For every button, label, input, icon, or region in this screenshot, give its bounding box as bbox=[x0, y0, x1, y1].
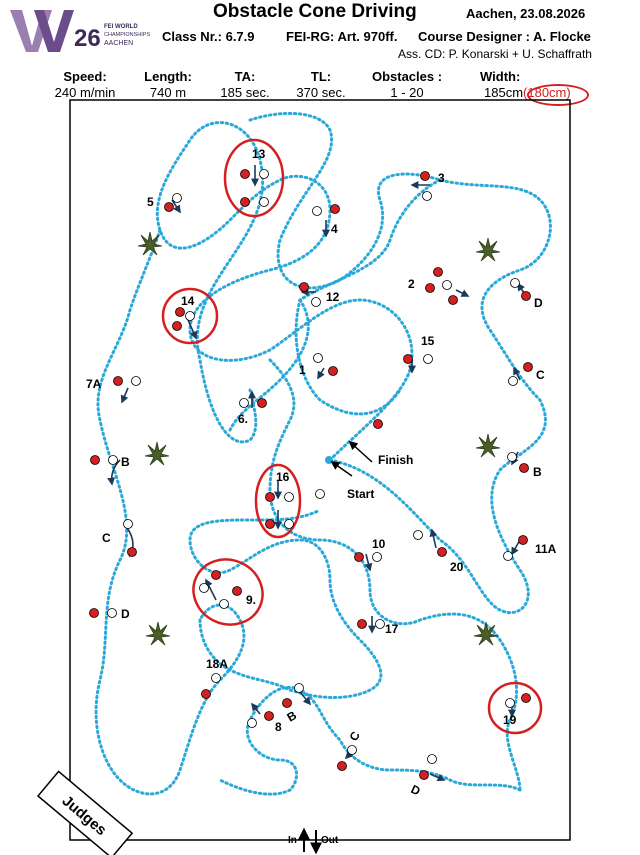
obstacle-label-7d: D bbox=[121, 607, 130, 621]
obstacle-label-6: 6. bbox=[238, 412, 248, 426]
obstacles-value: 1 - 20 bbox=[390, 85, 424, 100]
logo-text-1: FEI WORLD bbox=[104, 24, 138, 30]
obstacle-label-19: 19 bbox=[503, 713, 517, 727]
course-info-row: Speed:240 m/min Length:740 m TA:185 sec.… bbox=[0, 69, 640, 105]
tl-value: 370 sec. bbox=[296, 85, 346, 100]
obstacles-label: Obstacles : bbox=[371, 69, 443, 84]
arena-border bbox=[69, 99, 571, 841]
ta-value: 185 sec. bbox=[220, 85, 270, 100]
finish-label: Finish bbox=[378, 453, 413, 467]
plant-decoration bbox=[145, 621, 171, 646]
place-date: Aachen, 23.08.2026 bbox=[466, 6, 586, 21]
obstacle-label-13: 13 bbox=[252, 147, 266, 161]
logo-number: 26 bbox=[74, 25, 101, 52]
plant-decoration bbox=[475, 433, 501, 458]
obstacle-label-1: 1 bbox=[299, 363, 306, 377]
obstacle-label-11d-text: D bbox=[534, 296, 543, 310]
start-label: Start bbox=[347, 487, 374, 501]
obstacle-label-14: 14 bbox=[181, 294, 195, 308]
info-obstacles: Obstacles :1 - 20 bbox=[352, 69, 462, 101]
obstacle-label-10: 10 bbox=[372, 537, 386, 551]
fei-rg: FEI-RG: Art. 970ff. bbox=[286, 29, 398, 44]
speed-label: Speed: bbox=[63, 69, 107, 84]
obstacle-label-7c: C bbox=[102, 531, 111, 545]
obstacle-label-11a: 11A bbox=[535, 542, 557, 556]
ta-label: TA: bbox=[234, 69, 256, 84]
width-label: Width: bbox=[480, 69, 521, 84]
course-designer: Course Designer : A. Flocke bbox=[418, 29, 591, 44]
obstacle-label-7a: 7A bbox=[86, 377, 102, 391]
logo-text-2: CHAMPIONSHIPS bbox=[104, 32, 150, 38]
obstacle-label-8d: D bbox=[409, 782, 423, 798]
width-value: 185cm bbox=[484, 85, 524, 100]
obstacle-label-3: 3 bbox=[438, 171, 445, 185]
in-label: In bbox=[288, 835, 297, 846]
obstacle-label-18a: 18A bbox=[206, 657, 228, 671]
plant-decoration bbox=[137, 231, 163, 256]
obstacle-label-20: 20 bbox=[450, 560, 464, 574]
tl-label: TL: bbox=[310, 69, 332, 84]
length-value: 740 m bbox=[149, 85, 187, 100]
obstacle-label-8c: C bbox=[346, 729, 363, 744]
logo-text-3: AACHEN bbox=[104, 40, 133, 47]
plant-decoration bbox=[475, 237, 501, 262]
length-label: Length: bbox=[144, 69, 192, 84]
obstacle-label-11c: C bbox=[536, 368, 545, 382]
driving-route bbox=[94, 111, 552, 796]
obstacle-label-4: 4 bbox=[331, 222, 338, 236]
width-alt-highlight bbox=[527, 84, 589, 106]
start-finish-point bbox=[325, 456, 333, 464]
wm-aachen-logo: 26 FEI WORLD CHAMPIONSHIPS AACHEN bbox=[10, 10, 150, 52]
page-title: Obstacle Cone Driving bbox=[213, 1, 417, 22]
obstacle-label-5: 5 bbox=[147, 195, 154, 209]
highlight-ovals bbox=[161, 138, 543, 735]
obstacle-label-7b: B bbox=[121, 455, 130, 469]
speed-value: 240 m/min bbox=[54, 85, 116, 100]
obstacle-label-16: 16 bbox=[276, 470, 290, 484]
info-speed: Speed:240 m/min bbox=[30, 69, 140, 101]
judges-box: Judges bbox=[36, 770, 134, 855]
out-label: Out bbox=[321, 835, 339, 846]
info-length: Length:740 m bbox=[113, 69, 223, 101]
plant-decoration bbox=[144, 441, 170, 466]
obstacle-label-2: 2 bbox=[408, 277, 415, 291]
info-ta: TA:185 sec. bbox=[190, 69, 300, 101]
obstacle-label-12: 12 bbox=[326, 290, 340, 304]
obstacle-label-8b: B bbox=[285, 708, 300, 725]
info-tl: TL:370 sec. bbox=[266, 69, 376, 101]
obstacle-label-15: 15 bbox=[421, 334, 435, 348]
obstacle-label-11b: B bbox=[533, 465, 542, 479]
obstacle-label-9: 9. bbox=[246, 593, 256, 607]
obstacle-label-8: 8 bbox=[275, 720, 282, 734]
obstacle-label-17: 17 bbox=[385, 622, 399, 636]
assistants: Ass. CD: P. Konarski + U. Schaffrath bbox=[398, 47, 592, 61]
class-nr: Class Nr.: 6.7.9 bbox=[162, 29, 255, 44]
